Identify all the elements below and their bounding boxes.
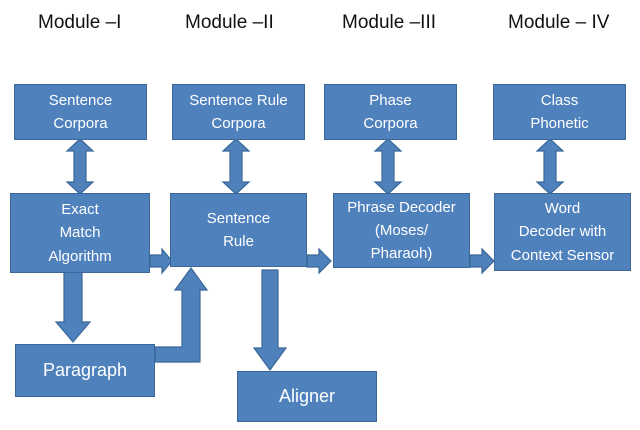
module-4-label: Module – IV [508,12,610,33]
double-arrow-module2 [221,138,251,195]
arrow-phrase-decoder-to-word-decoder [469,247,495,275]
sentence-corpora-box: Sentence Corpora [14,84,147,140]
module-3-label: Module –III [342,12,436,33]
aligner-box: Aligner [237,371,377,422]
arrow-exact-to-paragraph [54,269,92,343]
module-1-label: Module –I [38,12,122,33]
phase-corpora-box: Phase Corpora [324,84,457,140]
double-arrow-module3 [373,138,403,195]
word-decoder-box: Word Decoder with Context Sensor [494,193,631,271]
class-phonetic-box: Class Phonetic [493,84,626,140]
paragraph-box: Paragraph [15,344,155,397]
exact-match-algorithm-box: Exact Match Algorithm [10,193,150,273]
module-2-label: Module –II [185,12,274,33]
double-arrow-module1 [65,138,95,195]
double-arrow-module4 [535,138,565,195]
phrase-decoder-box: Phrase Decoder (Moses/ Pharaoh) [333,193,470,268]
sentence-rule-corpora-box: Sentence Rule Corpora [172,84,305,140]
arrow-paragraph-to-sentence-rule [154,266,209,363]
arrow-sentence-rule-to-phrase-decoder [306,247,332,275]
sentence-rule-box: Sentence Rule [170,193,307,267]
arrow-exact-to-sentence-rule [149,247,173,275]
arrow-sentence-rule-to-aligner [252,269,288,372]
